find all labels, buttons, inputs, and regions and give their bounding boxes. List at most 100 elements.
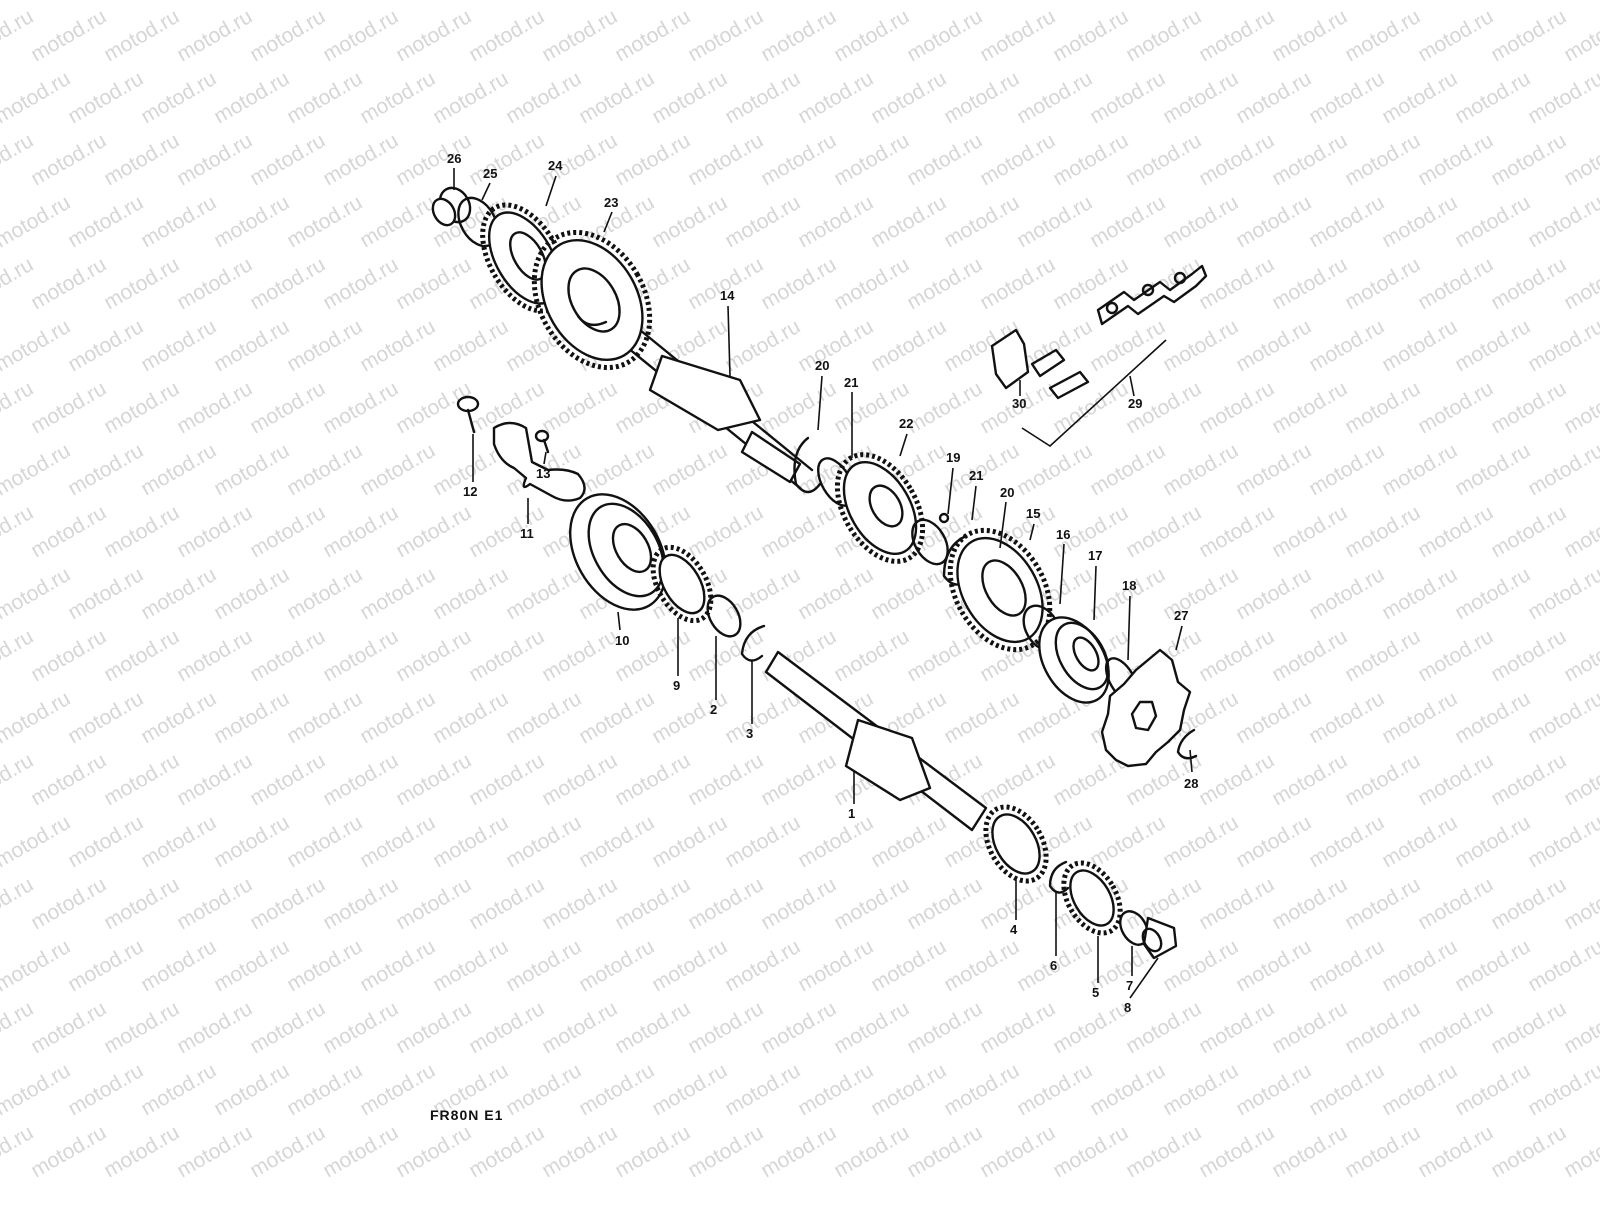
watermark-text: motod.ru [830,997,913,1058]
watermark-text: motod.ru [1268,873,1351,934]
watermark-text: motod.ru [1195,5,1278,66]
watermark-text: motod.ru [867,935,950,996]
watermark-text: motod.ru [830,129,913,190]
watermark-text: motod.ru [1378,67,1461,128]
watermark-text: motod.ru [1560,253,1600,314]
watermark-text: motod.ru [1487,5,1570,66]
watermark-text: motod.ru [283,935,366,996]
watermark-text: motod.ru [1487,129,1570,190]
watermark-text: motod.ru [1341,501,1424,562]
watermark-text: motod.ru [1378,935,1461,996]
watermark-text: motod.ru [757,253,840,314]
watermark-text: motod.ru [1524,1059,1600,1120]
watermark-text: motod.ru [1378,1059,1461,1120]
watermark-text: motod.ru [1159,0,1242,4]
watermark-text: motod.ru [392,129,475,190]
watermark-text: motod.ru [64,0,147,4]
watermark-text: motod.ru [319,1121,402,1182]
watermark-text: motod.ru [1378,439,1461,500]
watermark-text: motod.ru [684,5,767,66]
watermark-text: motod.ru [867,811,950,872]
callout-12: 12 [463,484,477,499]
watermark-text: motod.ru [100,501,183,562]
watermark-text: motod.ru [1049,997,1132,1058]
drive-chain-assembly [990,264,1208,448]
watermark-text: motod.ru [1451,811,1534,872]
watermark-text: motod.ru [1341,129,1424,190]
shift-bracket-assembly [456,395,586,502]
watermark-text: motod.ru [684,997,767,1058]
watermark-text: motod.ru [137,0,220,4]
watermark-text: motod.ru [246,1121,329,1182]
watermark-text: motod.ru [575,1059,658,1120]
watermark-text: motod.ru [173,997,256,1058]
watermark-text: motod.ru [1378,811,1461,872]
watermark-text: motod.ru [210,1059,293,1120]
watermark-text: motod.ru [465,625,548,686]
callout-9: 9 [673,678,680,693]
watermark-text: motod.ru [1524,191,1600,252]
watermark-text: motod.ru [137,439,220,500]
watermark-text: motod.ru [1487,501,1570,562]
watermark-text: motod.ru [1268,501,1351,562]
watermark-text: motod.ru [1086,315,1169,376]
watermark-text: motod.ru [794,811,877,872]
watermark-text: motod.ru [1560,997,1600,1058]
watermark-text: motod.ru [283,191,366,252]
watermark-text: motod.ru [903,5,986,66]
watermark-text: motod.ru [392,501,475,562]
leader-line-20 [999,501,1007,549]
callout-2: 2 [710,702,717,717]
watermark-text: motod.ru [1195,749,1278,810]
watermark-text: motod.ru [1524,67,1600,128]
watermark-text: motod.ru [246,501,329,562]
watermark-text: motod.ru [137,563,220,624]
watermark-text: motod.ru [1232,439,1315,500]
watermark-text: motod.ru [0,501,37,562]
watermark-text: motod.ru [1232,315,1315,376]
watermark-text: motod.ru [356,191,439,252]
callout-28: 28 [1184,776,1198,791]
callout-18: 18 [1122,578,1136,593]
callout-25: 25 [483,166,497,181]
watermark-text: motod.ru [1049,377,1132,438]
watermark-text: motod.ru [1305,935,1388,996]
bearing-10 [569,493,667,611]
watermark-text: motod.ru [173,501,256,562]
watermark-text: motod.ru [1451,439,1534,500]
watermark-text: motod.ru [246,997,329,1058]
watermark-text: motod.ru [903,253,986,314]
watermark-text: motod.ru [0,5,37,66]
leader-line-18 [1127,595,1131,661]
watermark-text: motod.ru [1378,191,1461,252]
watermark-text: motod.ru [1451,191,1534,252]
watermark-text: motod.ru [64,687,147,748]
watermark-text: motod.ru [1414,625,1497,686]
watermark-text: motod.ru [246,377,329,438]
gear-9 [650,544,714,624]
watermark-text: motod.ru [940,191,1023,252]
circlip-6 [1048,860,1070,894]
watermark-text: motod.ru [1122,5,1205,66]
watermark-text: motod.ru [356,935,439,996]
watermark-text: motod.ru [137,811,220,872]
main-shaft-spline-1 [844,718,932,802]
watermark-text: motod.ru [356,67,439,128]
chain-joint-30 [990,328,1090,400]
callout-26: 26 [447,151,461,166]
watermark-text: motod.ru [210,67,293,128]
watermark-text: motod.ru [0,191,74,252]
watermark-text: motod.ru [356,1059,439,1120]
watermark-text: motod.ru [538,377,621,438]
watermark-text: motod.ru [283,563,366,624]
callout-5: 5 [1092,985,1099,1000]
watermark-text: motod.ru [465,501,548,562]
watermark-text: motod.ru [1195,377,1278,438]
watermark-text: motod.ru [611,5,694,66]
watermark-text: motod.ru [538,997,621,1058]
leader-line-8 [1129,957,1159,999]
watermark-text: motod.ru [0,439,74,500]
leader-line-27 [1175,625,1183,651]
watermark-text: motod.ru [1232,935,1315,996]
